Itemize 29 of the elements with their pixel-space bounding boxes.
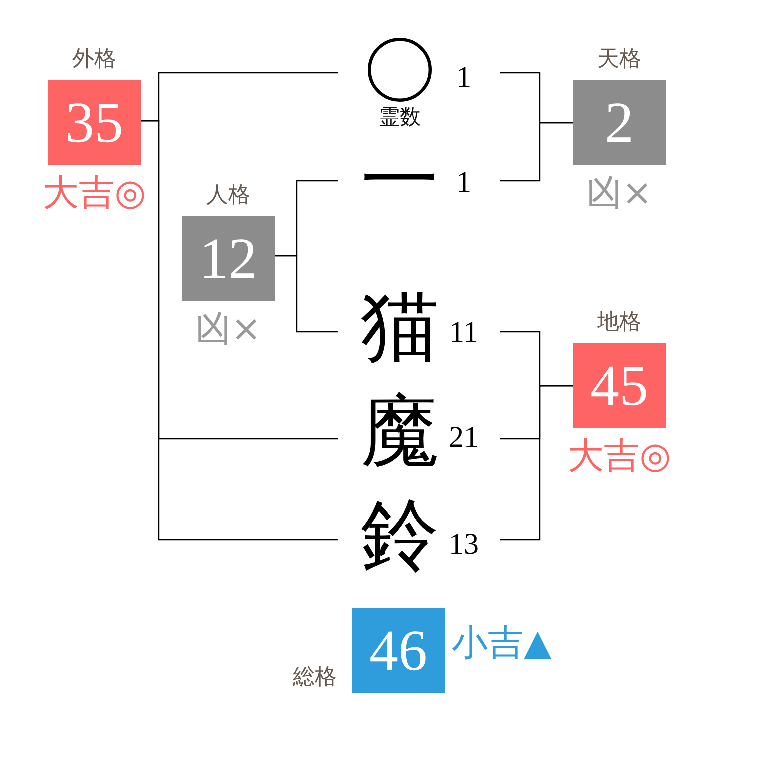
connector-line <box>141 120 338 541</box>
stroke-count: 13 <box>448 530 480 560</box>
stroke-count: 11 <box>448 318 480 348</box>
stroke-count: 1 <box>456 168 472 198</box>
category-label: 人格 <box>206 185 250 207</box>
connector-line <box>275 255 338 333</box>
name-character: 鈴 <box>360 496 440 576</box>
category-label: 地格 <box>598 312 642 334</box>
score-number: 12 <box>200 230 258 288</box>
category-label: 外格 <box>72 49 116 71</box>
stroke-count: 1 <box>456 63 472 93</box>
connector-line <box>500 385 573 541</box>
category-label: 総格 <box>293 667 337 689</box>
stroke-count: 21 <box>448 423 480 453</box>
score-number: 46 <box>370 622 428 680</box>
score-number: 45 <box>590 356 648 414</box>
circle-caption: 霊数 <box>379 107 421 128</box>
fortune-label: 小吉▲ <box>452 626 552 662</box>
score-number: 2 <box>605 94 634 152</box>
fortune-label: 凶× <box>195 312 262 348</box>
name-character: 一 <box>360 141 440 221</box>
connector-line <box>500 122 573 182</box>
name-character: 魔 <box>360 392 440 472</box>
category-label: 天格 <box>598 49 642 71</box>
fortune-label: 大吉◎ <box>568 439 672 475</box>
fortune-label: 大吉◎ <box>42 176 146 212</box>
fortune-label: 凶× <box>586 176 653 212</box>
score-number: 35 <box>66 94 124 152</box>
name-character: 猫 <box>360 287 440 367</box>
